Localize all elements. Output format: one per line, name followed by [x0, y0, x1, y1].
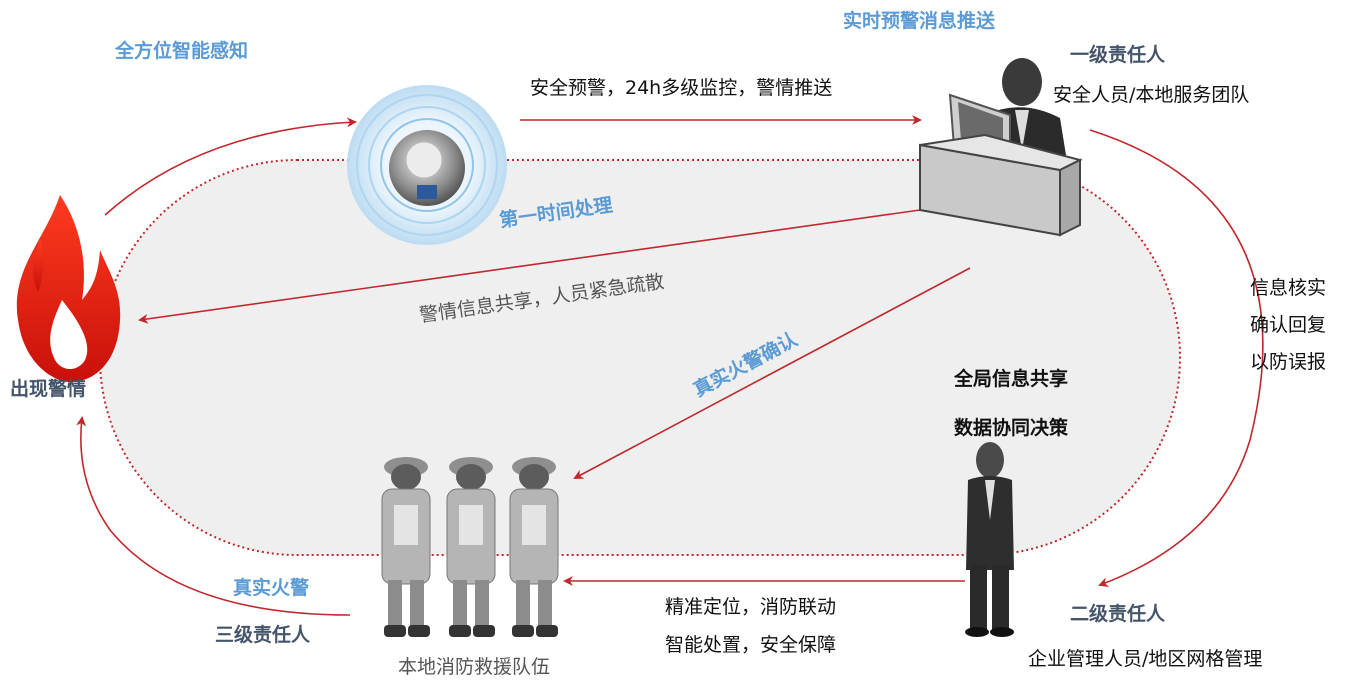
firefighter-icon — [381, 457, 431, 637]
arrow-level1-to-level2 — [1089, 129, 1264, 587]
arrow-level1-to-fire — [138, 209, 921, 324]
level1-title: 一级责任人 — [1070, 44, 1166, 66]
arrow-level1-to-team — [573, 267, 971, 479]
verify-line-3: 以防误报 — [1250, 351, 1327, 373]
level2-title: 二级责任人 — [1070, 603, 1166, 625]
locate-label: 精准定位，消防联动 — [665, 596, 837, 618]
team-label: 本地消防救援队伍 — [398, 656, 551, 678]
level2-desc: 企业管理人员/地区网格管理 — [1028, 648, 1263, 670]
level3-title: 三级责任人 — [215, 624, 311, 646]
realtime-push-label: 实时预警消息推送 — [843, 10, 996, 32]
verify-line-1: 信息核实 — [1250, 277, 1327, 299]
smart-handle-label: 智能处置，安全保障 — [665, 634, 837, 656]
level1-desc: 安全人员/本地服务团队 — [1053, 84, 1250, 106]
real-fire-label: 真实火警 — [233, 577, 310, 599]
arrow-fire-to-detector — [104, 117, 357, 216]
global-share-label: 全局信息共享 — [954, 368, 1069, 390]
firefighter-icon — [446, 457, 496, 637]
verify-line-2: 确认回复 — [1250, 314, 1327, 336]
arrow-team-to-fire — [76, 416, 351, 616]
alarm-appears-label: 出现警情 — [10, 378, 87, 400]
data-decision-label: 数据协同决策 — [954, 417, 1069, 439]
perception-label: 全方位智能感知 — [115, 40, 249, 62]
alert-line-label: 安全预警，24h多级监控，警情推送 — [530, 77, 833, 99]
smoke-detector-icon — [347, 85, 507, 245]
firefighter-icon — [509, 457, 559, 637]
manager-icon — [965, 442, 1014, 637]
operator-at-desk-icon — [919, 58, 1083, 237]
fire-icon — [16, 195, 121, 382]
